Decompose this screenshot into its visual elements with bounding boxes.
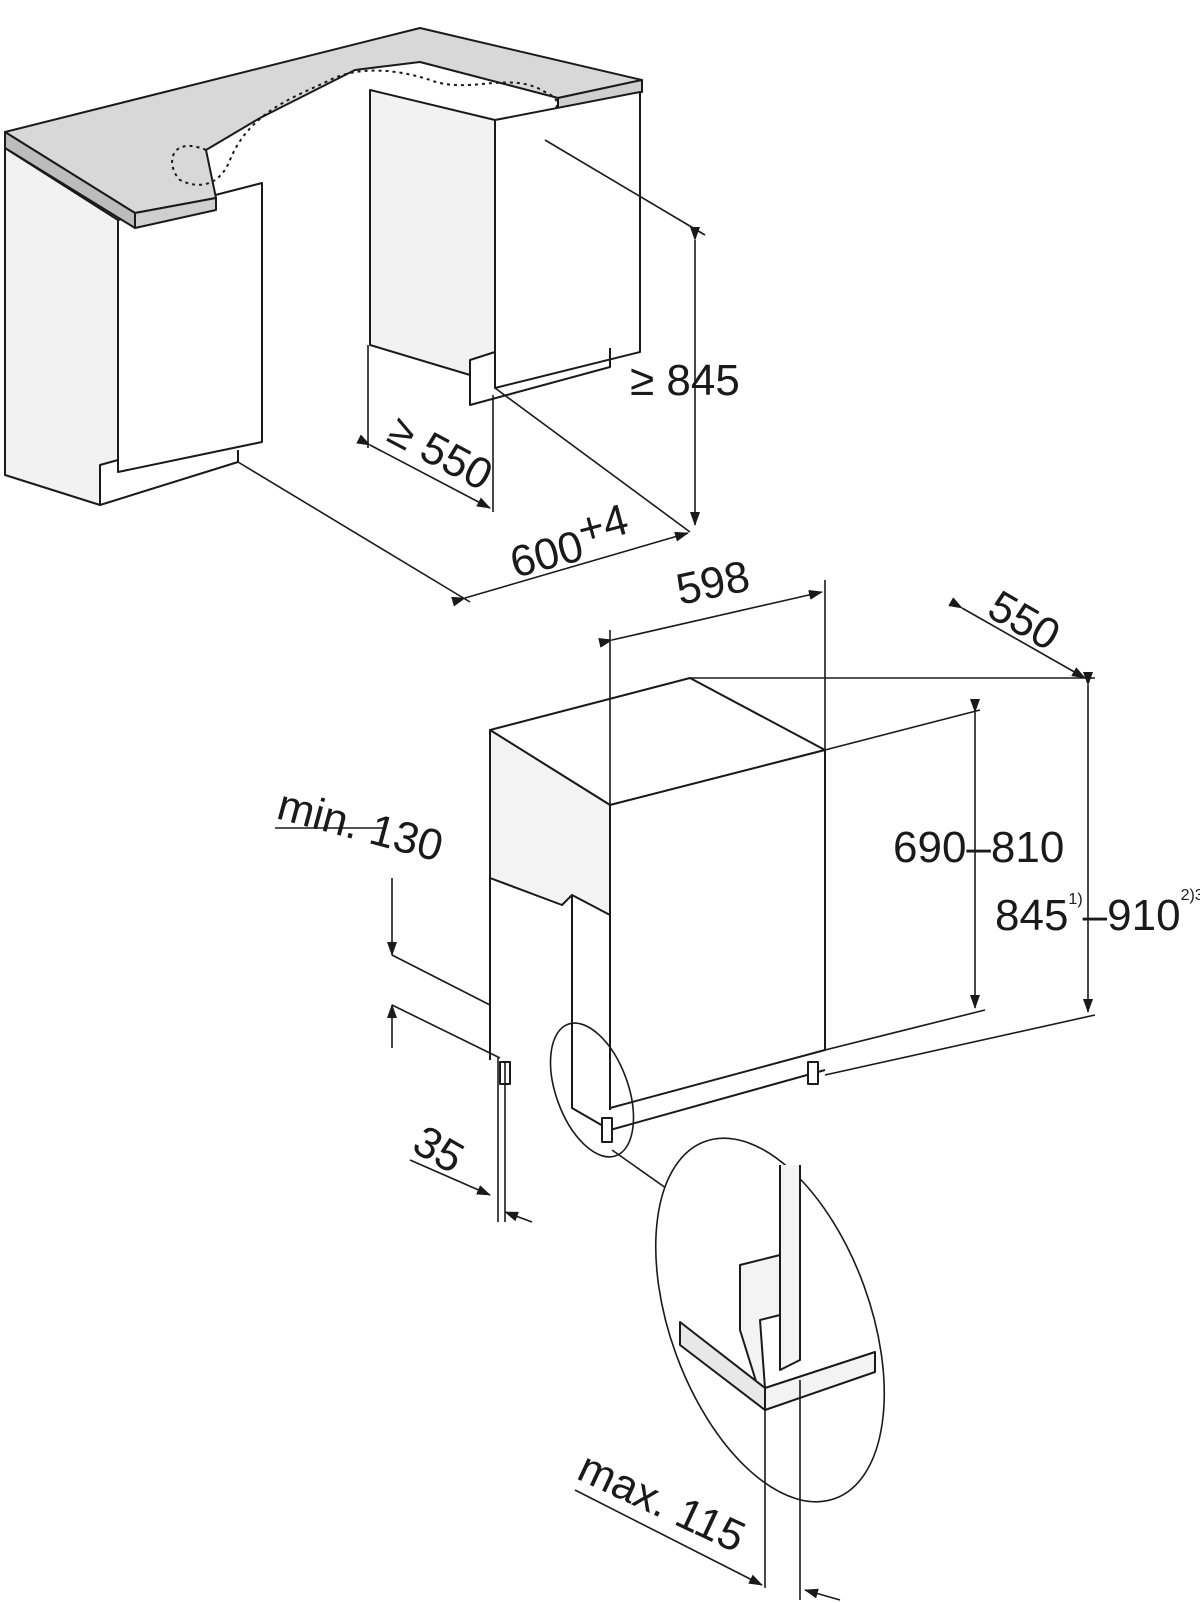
appliance-width-label: 598: [672, 552, 754, 615]
niche-height-label: ≥ 845: [630, 356, 740, 405]
niche-depth-label: ≥ 550: [380, 406, 500, 501]
detail-ellipse: [654, 1137, 886, 1503]
countertop-front-edge-left: [134, 197, 217, 229]
door-height-range-label: 690–810: [893, 823, 1064, 872]
appliance-depth-label: 550: [980, 581, 1068, 660]
detail-plinth-notch: [739, 1254, 876, 1411]
dishwasher-plinth: [571, 895, 826, 1131]
total-height-range-label: 8451)–9102)3): [995, 887, 1200, 940]
plinth-depth-label: 35: [405, 1116, 472, 1183]
left-cabinet-plinth: [99, 450, 239, 506]
detail-marker-ellipse: [549, 1022, 635, 1158]
dishwasher-drawing: [489, 677, 826, 1199]
dishwasher-foot-front: [601, 1117, 613, 1143]
right-cabinet-front: [494, 91, 641, 389]
niche-dimension-lines: [237, 139, 706, 607]
niche-width-label: 600+4: [501, 495, 637, 588]
right-cabinet-side: [369, 89, 496, 376]
plinth-detail-view: [574, 1137, 886, 1601]
plinth-height-label: min. 130: [272, 780, 448, 871]
right-cabinet-plinth: [469, 348, 611, 406]
detail-door-edge: [779, 1165, 801, 1371]
dishwasher-door: [609, 749, 826, 1109]
dishwasher-foot-right: [807, 1061, 819, 1085]
countertop-cutout-contour: [171, 69, 559, 186]
appliance-dimension-lines: [275, 580, 1096, 1223]
kitchen-niche-drawing: [4, 27, 643, 506]
